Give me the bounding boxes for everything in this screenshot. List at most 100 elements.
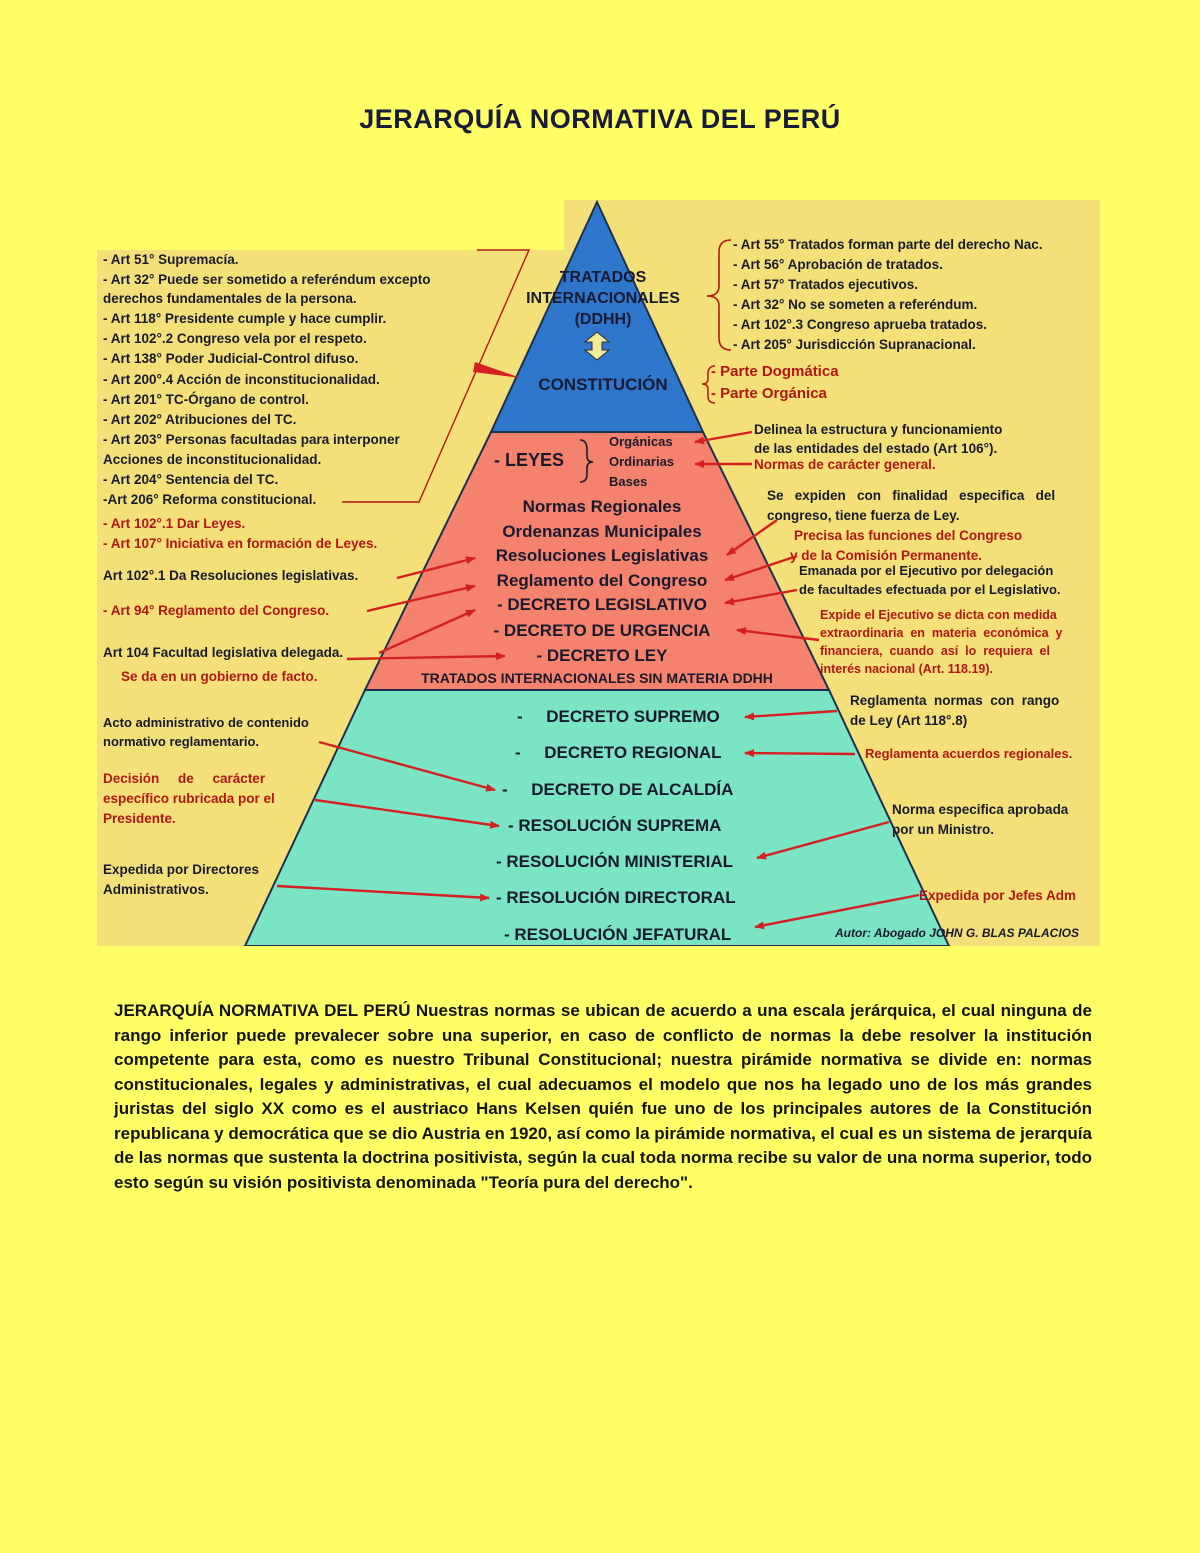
acto-admin-note: Acto administrativo de contenido normati… — [103, 715, 309, 749]
right-note-line: - Art 205° Jurisdicción Supranacional. — [733, 337, 976, 352]
left-note-line: Decisión de carácter — [103, 771, 266, 786]
left-note-line: - Art 118° Presidente cumple y hace cump… — [103, 311, 386, 326]
left-note-line: - Art 202° Atribuciones del TC. — [103, 412, 296, 427]
expedida-directores-note: Expedida por Directores Administrativos. — [103, 862, 259, 897]
leyes-label: - LEYES — [494, 450, 564, 470]
annotation-arrows — [276, 430, 920, 930]
tratados-brace — [706, 239, 732, 351]
arrow-decreto-ley-left — [346, 652, 506, 661]
left-note-line: Administrativos. — [103, 882, 209, 897]
reglamenta-acuerdos-note: Reglamenta acuerdos regionales. — [865, 746, 1072, 761]
right-note-line: extraordinaria en materia económica y — [820, 626, 1063, 640]
right-note-line: Reglamenta normas con rango — [850, 693, 1059, 708]
arrow-suprema — [314, 798, 500, 829]
resolucion-ministerial: - RESOLUCIÓN MINISTERIAL — [496, 852, 733, 871]
parte-dogmatica: - Parte Dogmática — [711, 363, 839, 380]
arrow-decreto-leg-right — [724, 588, 798, 606]
right-note-line: financiera, cuando así lo requiera el — [820, 644, 1050, 658]
precisa-note: Precisa las funciones del Congreso y de … — [790, 528, 1022, 563]
resolucion-suprema: - RESOLUCIÓN SUPREMA — [508, 816, 721, 835]
arrow-urgencia-right — [736, 627, 820, 642]
right-note-line: por un Ministro. — [892, 822, 994, 837]
right-note-line: de facultades efectuada por el Legislati… — [799, 582, 1061, 597]
right-note-line: congreso, tiene fuerza de Ley. — [767, 508, 960, 523]
double-arrow-icon — [583, 331, 611, 361]
tratados-articles-list: - Art 55° Tratados forman parte del dere… — [733, 237, 1043, 352]
left-note-line: Acciones de inconstitucionalidad. — [103, 452, 321, 467]
expide-note: Expide el Ejecutivo se dicta con medida … — [820, 608, 1063, 676]
arrow-ministerial — [756, 820, 890, 860]
left-note-line: - Art 102°.1 Dar Leyes. — [103, 516, 245, 531]
decreto-regional: - DECRETO REGIONAL — [515, 743, 722, 762]
left-note-line: -Art 206° Reforma constitucional. — [103, 492, 316, 507]
right-note-line: de Ley (Art 118°.8) — [850, 713, 967, 728]
normas-regionales: Normas Regionales — [523, 497, 682, 516]
right-note-line: de las entidades del estado (Art 106°). — [754, 441, 997, 456]
res-leg-note: Art 102°.1 Da Resoluciones legislativas. — [103, 568, 358, 583]
constitucion-parts-brace — [701, 365, 716, 404]
ordenanzas-municipales: Ordenanzas Municipales — [502, 522, 701, 541]
arrow-res-leg — [726, 519, 778, 556]
arrow-directoral — [276, 884, 490, 902]
normative-hierarchy-diagram: TRATADOS INTERNACIONALES (DDHH) CONSTITU… — [97, 200, 1100, 946]
left-note-line: Acto administrativo de contenido — [103, 715, 309, 730]
left-note-line: - Art 200°.4 Acción de inconstitucionali… — [103, 372, 380, 387]
facultad-note: Art 104 Facultad legislativa delegada. — [103, 645, 343, 660]
arrow-jefatural — [754, 893, 920, 930]
expedida-jefes-note: Expedida por Jefes Adm — [919, 888, 1076, 903]
left-note-line: normativo reglamentario. — [103, 734, 259, 749]
arrow-decreto-supremo — [744, 709, 838, 721]
left-note-line: Presidente. — [103, 811, 176, 826]
norma-especifica-note: Norma especifica aprobada por un Ministr… — [892, 802, 1069, 837]
resoluciones-legislativas: Resoluciones Legislativas — [496, 546, 709, 565]
right-note-line: Se expiden con finalidad especifica del — [767, 488, 1055, 503]
decreto-ley: - DECRETO LEY — [537, 646, 669, 665]
right-note-line: - Art 55° Tratados forman parte del dere… — [733, 237, 1043, 252]
leyes-type-bases: Bases — [609, 474, 647, 489]
arrow-alcaldia — [318, 740, 496, 792]
left-note-line: - Art 107° Iniciativa en formación de Le… — [103, 536, 377, 551]
reglamento-del-congreso: Reglamento del Congreso — [497, 571, 708, 590]
body-paragraph: JERARQUÍA NORMATIVA DEL PERÚ Nuestras no… — [114, 1001, 1092, 1192]
left-note-line: - Art 203° Personas facultadas para inte… — [103, 432, 400, 447]
tratados-sin-ddhh: TRATADOS INTERNACIONALES SIN MATERIA DDH… — [421, 670, 773, 686]
constitution-articles-list: - Art 51° Supremacía. - Art 32° Puede se… — [103, 252, 431, 507]
constitution-pointer-icon — [473, 362, 521, 378]
right-note-line: - Art 56° Aprobación de tratados. — [733, 257, 943, 272]
resolucion-directoral: - RESOLUCIÓN DIRECTORAL — [496, 888, 736, 907]
right-note-line: Emanada por el Ejecutivo por delegación — [799, 563, 1053, 578]
decreto-supremo: - DECRETO SUPREMO — [517, 707, 720, 726]
right-note-line: - Art 32° No se someten a referéndum. — [733, 297, 977, 312]
arrow-reglamento-left — [366, 584, 476, 613]
left-note-line: derechos fundamentales de la persona. — [103, 291, 357, 306]
leyes-type-ordinarias: Ordinarias — [609, 454, 674, 469]
decreto-legislativo: - DECRETO LEGISLATIVO — [497, 595, 707, 614]
right-note-line: Precisa las funciones del Congreso — [794, 528, 1022, 543]
constitution-list-connector — [342, 249, 531, 503]
right-note-line: Delinea la estructura y funcionamiento — [754, 422, 1002, 437]
page-title: JERARQUÍA NORMATIVA DEL PERÚ — [359, 104, 841, 134]
arrow-decreto-leg-left — [378, 608, 476, 655]
right-note-line: interés nacional (Art. 118.19). — [820, 662, 993, 676]
reglamento-note: - Art 94° Reglamento del Congreso. — [103, 603, 329, 618]
left-note-line: - Art 51° Supremacía. — [103, 252, 238, 267]
left-note-line: específico rubricada por el — [103, 791, 275, 806]
arrow-organicas — [694, 430, 753, 445]
left-note-line: Expedida por Directores — [103, 862, 259, 877]
author-credit: Autor: Abogado JOHN G. BLAS PALACIOS — [834, 926, 1079, 940]
arrow-decreto-regional — [744, 749, 856, 758]
decreto-de-alcaldia: - DECRETO DE ALCALDÍA — [502, 780, 733, 799]
left-note-line: - Art 138° Poder Judicial-Control difuso… — [103, 351, 358, 366]
parte-organica: - Parte Orgánica — [711, 385, 828, 402]
facto-note: Se da en un gobierno de facto. — [121, 669, 318, 684]
right-note-line: y de la Comisión Permanente. — [790, 548, 982, 563]
left-note-line: - Art 32° Puede ser sometido a referéndu… — [103, 272, 431, 287]
resolucion-jefatural: - RESOLUCIÓN JEFATURAL — [504, 925, 731, 944]
tratados-label-1: TRATADOS — [560, 269, 647, 286]
right-note-line: - Art 102°.3 Congreso aprueba tratados. — [733, 317, 987, 332]
reglamenta-normas-note: Reglamenta normas con rango de Ley (Art … — [850, 693, 1059, 728]
right-note-line: Norma especifica aprobada — [892, 802, 1069, 817]
emanada-note: Emanada por el Ejecutivo por delegación … — [799, 563, 1061, 597]
decision-note: Decisión de carácter específico rubricad… — [103, 771, 275, 826]
right-note-line: Expide el Ejecutivo se dicta con medida — [820, 608, 1058, 622]
